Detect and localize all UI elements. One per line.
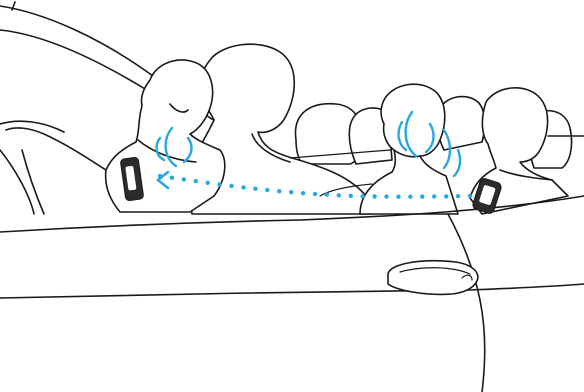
link-dot [206, 181, 210, 185]
link-dot [432, 194, 436, 198]
link-dot [384, 194, 388, 198]
link-dot [217, 182, 221, 186]
link-dot [313, 192, 317, 196]
link-dot [194, 179, 198, 183]
link-dot [361, 194, 365, 198]
link-dot [456, 194, 460, 198]
door-handle [388, 261, 478, 295]
link-dot [468, 194, 472, 198]
sound-wave-arc [454, 150, 460, 176]
car-body [0, 196, 584, 392]
link-dot [349, 194, 353, 198]
link-dot [277, 189, 281, 193]
link-dot [182, 177, 186, 181]
link-dot [337, 193, 341, 197]
link-dot [289, 190, 293, 194]
link-dot [396, 195, 400, 199]
link-dot [444, 194, 448, 198]
windshield [0, 2, 165, 92]
link-dot [372, 194, 376, 198]
link-dot [229, 184, 233, 188]
link-dot [265, 188, 269, 192]
steering-wheel [0, 150, 44, 214]
link-dot [301, 191, 305, 195]
link-dot [253, 187, 257, 191]
link-dot [241, 185, 245, 189]
link-dot [325, 193, 329, 197]
link-dot [420, 194, 424, 198]
link-dot [408, 195, 412, 199]
link-dot [170, 176, 174, 180]
